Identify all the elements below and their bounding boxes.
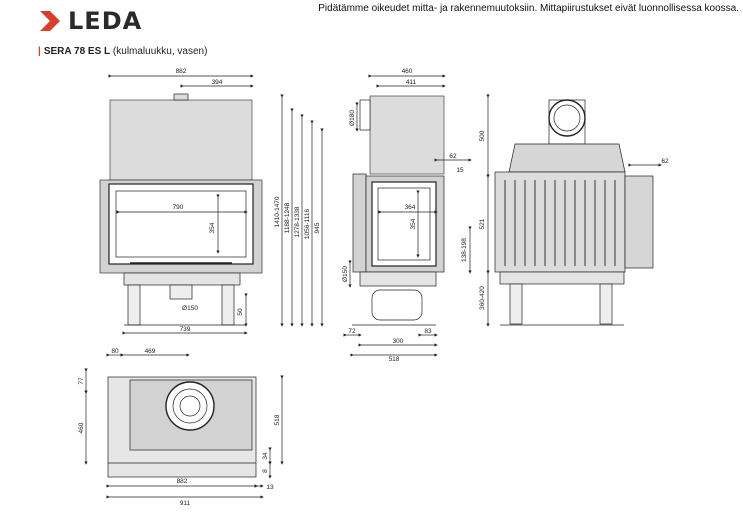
dim-label: 460: [78, 422, 85, 433]
dim-label: 460: [402, 68, 413, 75]
dim-label: 360-420: [479, 286, 486, 310]
dim-label: 354: [410, 218, 417, 229]
dim-label: 83: [424, 328, 432, 335]
dim-label: 518: [274, 414, 281, 425]
dim-label: 411: [406, 79, 417, 86]
dim-label: 882: [177, 478, 188, 485]
dim-label: 394: [212, 79, 223, 86]
dim-label: 364: [405, 204, 416, 211]
dim-label: 521: [479, 218, 486, 229]
model-subtitle: (kulmaluukku, vasen): [112, 46, 208, 57]
dim-label: 1410-1470: [274, 196, 281, 227]
dim-label: 13: [266, 484, 274, 491]
dim-label: Ø150: [182, 305, 198, 312]
dim-label: 15: [456, 167, 464, 174]
dim-label: 300: [393, 338, 404, 345]
dim-label: Ø180: [349, 110, 356, 126]
dim-label: 138-198: [461, 238, 468, 262]
dim-label: 354: [209, 222, 216, 233]
dim-label: 500: [479, 130, 486, 141]
front-view: [99, 74, 263, 335]
dim-label: 1056-1116: [304, 209, 311, 240]
dim-label: 50: [237, 308, 244, 316]
disclaimer-text: Pidätämme oikeudet mitta- ja rakennemuut…: [318, 3, 739, 14]
dim-label: 80: [111, 348, 119, 355]
dim-label: 518: [389, 356, 400, 363]
dim-label: 62: [449, 153, 457, 160]
dim-label: 62: [661, 158, 669, 165]
dim-label: 911: [180, 500, 191, 507]
dim-label: 1278-1338: [294, 206, 301, 237]
leda-logo: LEDA: [38, 8, 142, 34]
dim-label: Ø150: [342, 266, 349, 282]
side-view: [280, 74, 490, 357]
dim-label: 77: [78, 377, 85, 385]
plan-view: [84, 353, 284, 499]
model-name: SERA 78 ES L: [43, 46, 111, 57]
back-view: [494, 99, 662, 326]
dim-label: 8: [262, 469, 269, 473]
dim-label: 739: [180, 326, 191, 333]
dim-label: 882: [176, 68, 187, 75]
dim-label: 945: [314, 222, 321, 233]
page-title: |SERA 78 ES L (kulmaluukku, vasen): [38, 46, 208, 57]
dim-label: 790: [173, 204, 184, 211]
dim-label: 72: [348, 328, 356, 335]
leda-chevron-logo: [38, 9, 62, 33]
dim-label: 469: [145, 348, 156, 355]
dim-label: 1188-1248: [284, 202, 291, 233]
brand-name: LEDA: [68, 7, 143, 35]
dim-label: 34: [262, 452, 269, 460]
